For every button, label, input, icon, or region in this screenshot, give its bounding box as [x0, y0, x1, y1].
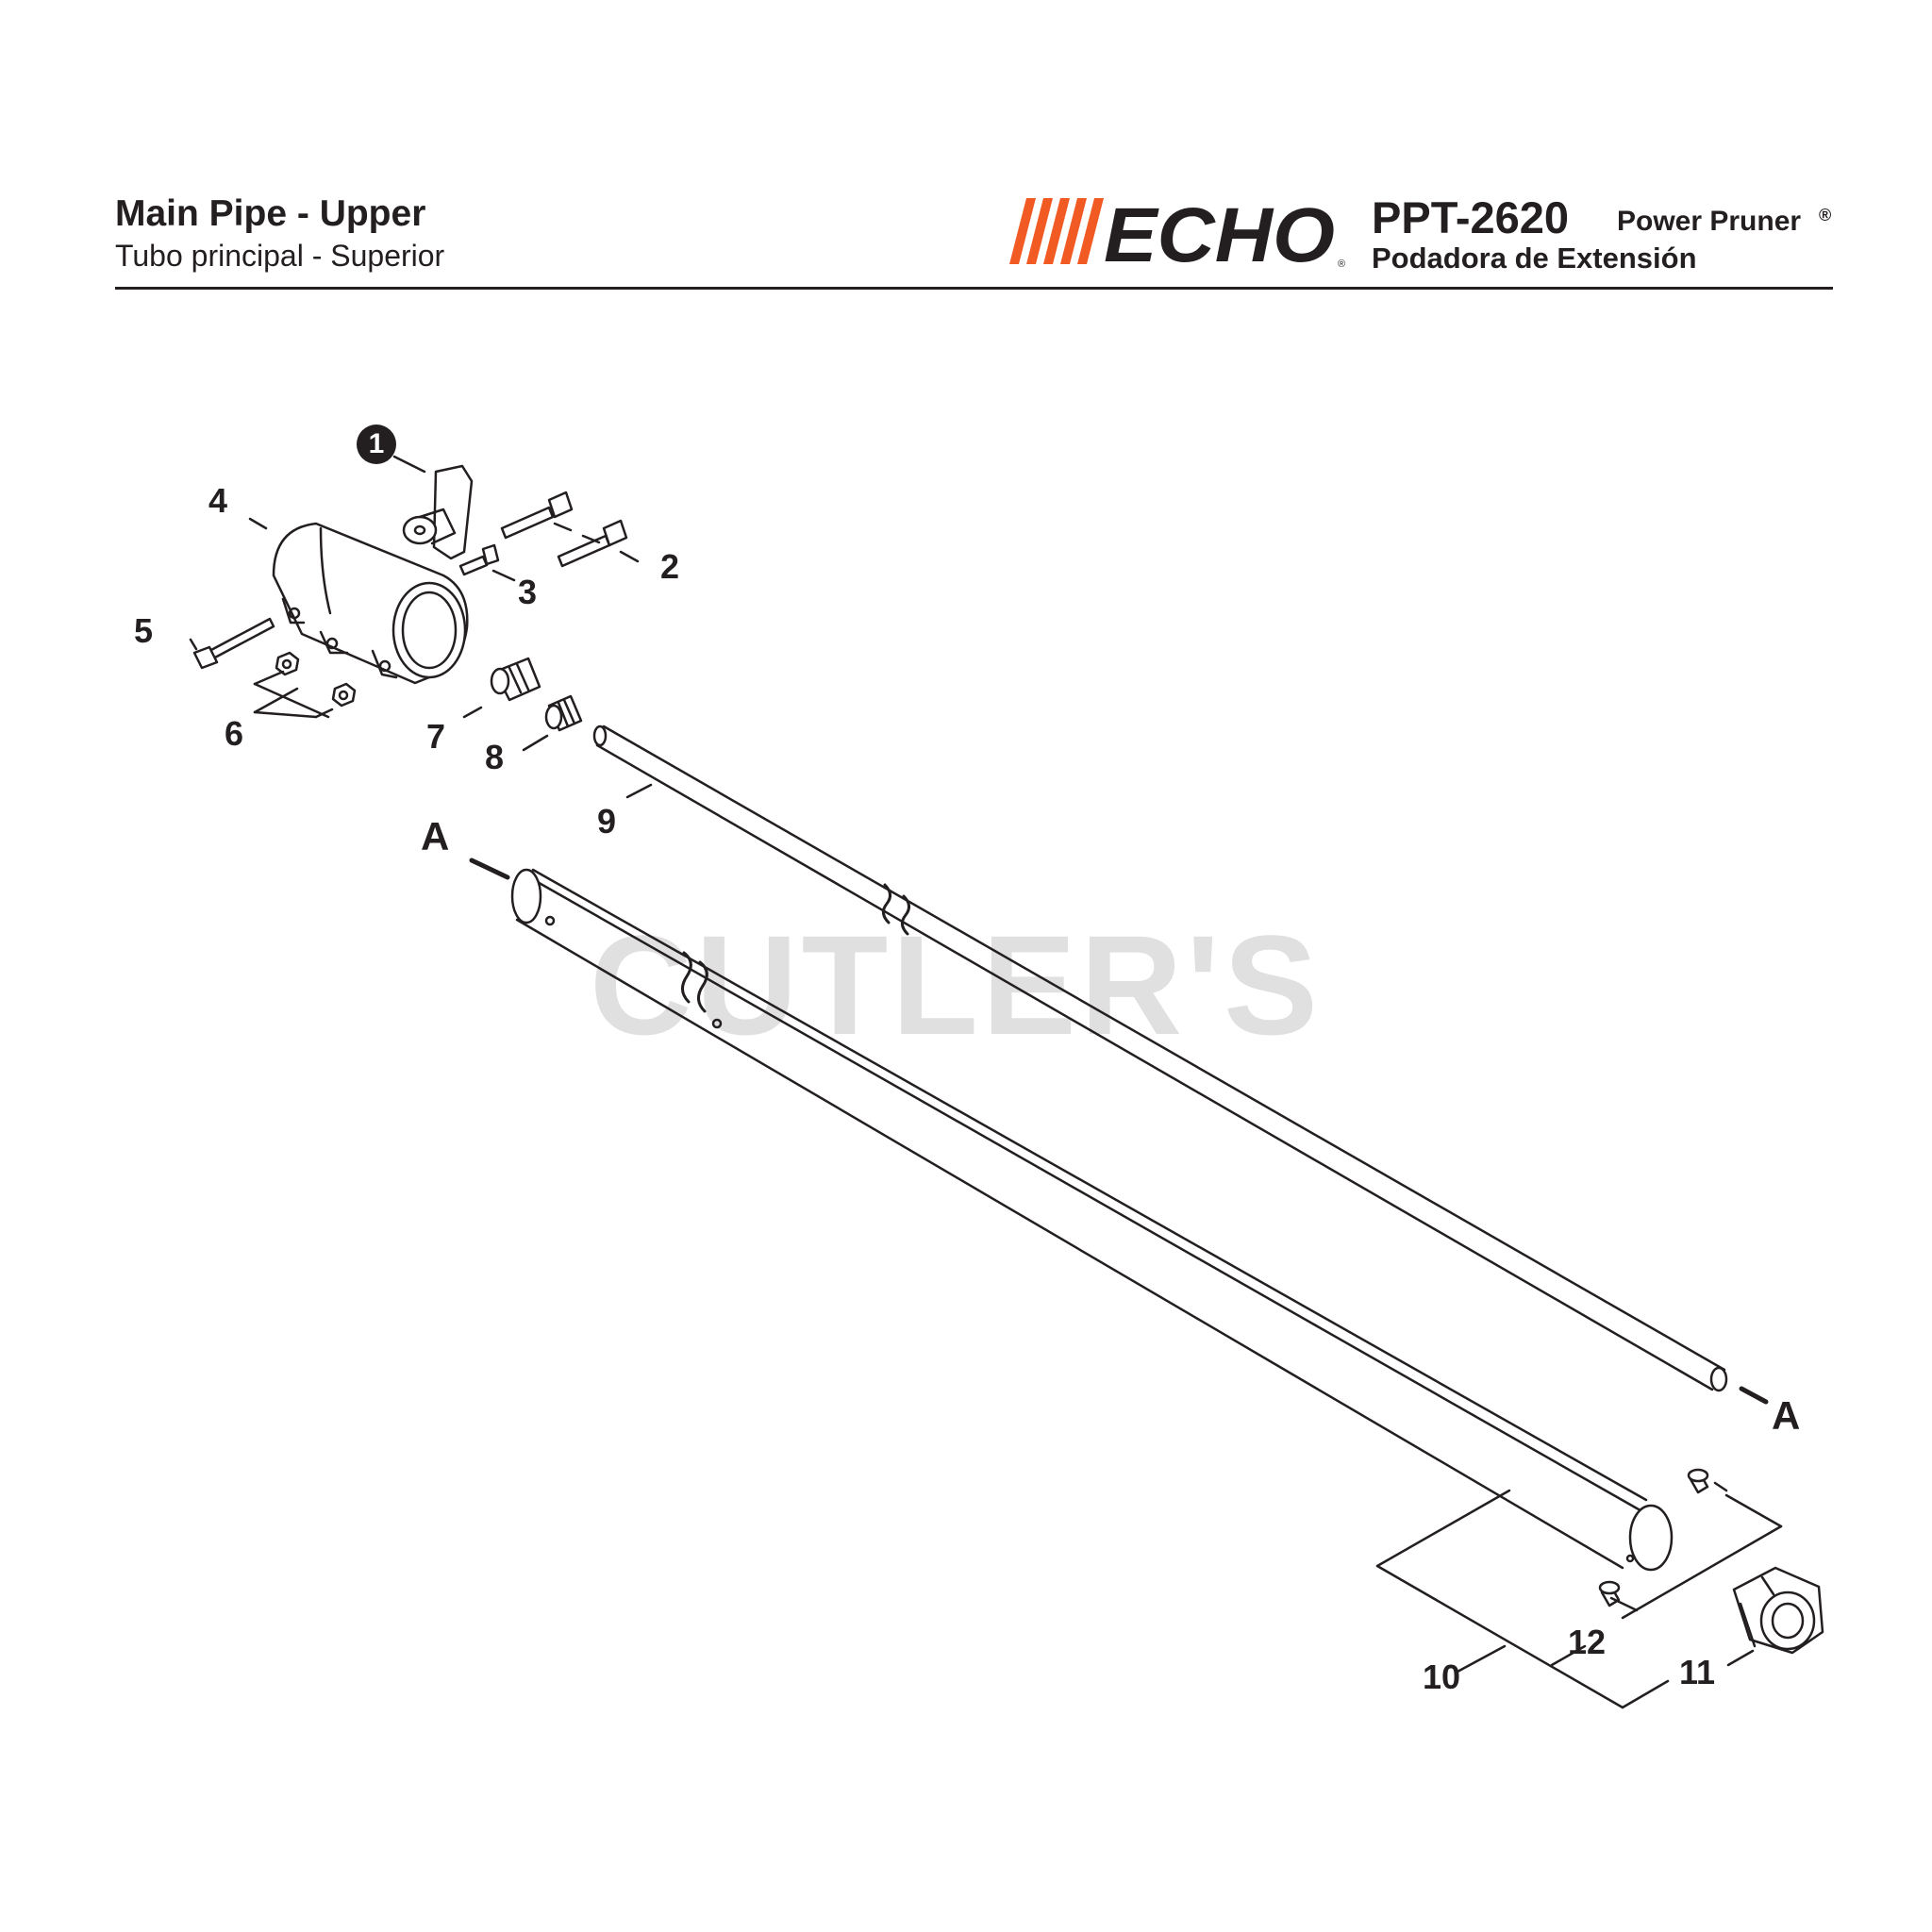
- callout-12: 12: [1568, 1623, 1607, 1661]
- page-title: Main Pipe - Upper: [115, 193, 426, 234]
- callout-5: 5: [134, 611, 154, 650]
- callout-11: 11: [1679, 1653, 1716, 1691]
- callout-4: 4: [208, 481, 228, 520]
- coupler-part-7: [490, 657, 541, 702]
- drive-shaft-part: [592, 724, 1728, 1392]
- screw-part-3: [458, 543, 500, 576]
- model-number: PPT-2620: [1372, 192, 1570, 242]
- wing-knob-part: [402, 464, 474, 560]
- nut-part-6: [275, 651, 357, 708]
- svg-text:ECHO: ECHO: [1104, 193, 1335, 269]
- page-subtitle: Tubo principal - Superior: [115, 239, 445, 273]
- watermark: CUTLER'S: [590, 906, 1322, 1064]
- callout-8: 8: [485, 738, 505, 776]
- bolt-part-5: [192, 617, 275, 670]
- header-rule: [115, 287, 1833, 290]
- callout-10: 10: [1423, 1657, 1461, 1696]
- callout-1: 1: [357, 425, 396, 464]
- callout-a-right: A: [1772, 1393, 1801, 1438]
- clamp-housing-part: [272, 522, 469, 685]
- product-name-es: Podadora de Extensión: [1372, 242, 1697, 275]
- callout-6: 6: [225, 714, 244, 753]
- leader-lines: [189, 455, 1783, 1709]
- callout-2: 2: [660, 547, 680, 586]
- bushing-part-8: [544, 694, 583, 732]
- pipe-cap-part: [1732, 1566, 1824, 1655]
- callout-7: 7: [426, 717, 446, 756]
- product-name: Power Pruner: [1617, 206, 1802, 237]
- main-pipe-part: [510, 868, 1674, 1572]
- callout-9: 9: [597, 802, 617, 841]
- registered-mark: ®: [1819, 206, 1832, 225]
- echo-logo: ECHO ®: [1009, 193, 1345, 269]
- svg-text:®: ®: [1338, 258, 1345, 269]
- screw-part-2: [500, 491, 628, 568]
- callout-a-left: A: [421, 814, 450, 858]
- callout-3: 3: [518, 573, 538, 611]
